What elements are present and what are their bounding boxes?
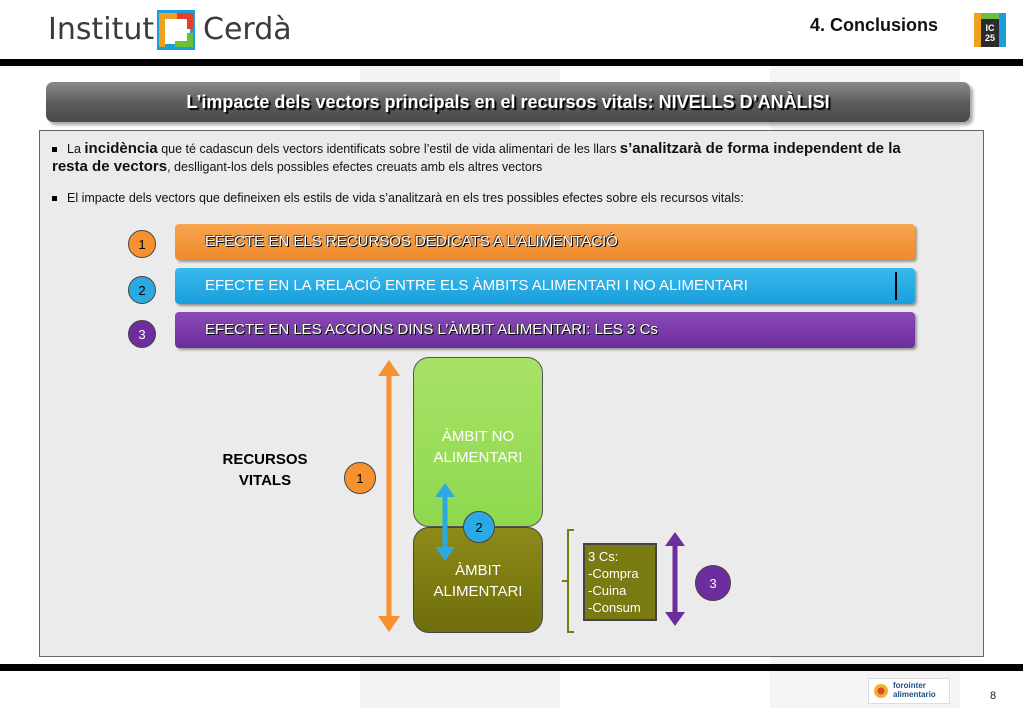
footer-divider [0, 664, 1023, 671]
effect-3-label: EFECTE EN LES ACCIONS DINS L’ÀMBIT ALIME… [205, 321, 658, 338]
bullet-2: El impacte dels vectors que defineixen e… [52, 189, 932, 207]
three-cs-box: 3 Cs: -Compra -Cuina -Consum [583, 543, 657, 621]
forointer-logo-icon [874, 684, 888, 698]
effect-1-bar: EFECTE EN ELS RECURSOS DEDICATS A L’ALIM… [175, 224, 915, 260]
marker-2: 2 [463, 511, 495, 543]
forointer-logo-text: forointer alimentario [893, 681, 936, 699]
bullet-1: La incidència que té cadascun dels vecto… [52, 140, 932, 176]
effect-2-number: 2 [128, 276, 156, 304]
bullet-1-prefix: La [67, 142, 85, 156]
header-divider [0, 59, 1023, 66]
logo-text-institut: Institut [48, 12, 155, 47]
ic25-badge: IC 25 [970, 10, 1010, 52]
ambit-no-line-1: ÀMBIT NO [441, 428, 515, 445]
logo-text-cerda: Cerdà [203, 12, 292, 47]
section-title: 4. Conclusions [810, 15, 939, 35]
effect-3-number: 3 [128, 320, 156, 348]
marker-3: 3 [695, 565, 731, 601]
bullet-1-strong-2: s’analitzarà de forma independent de la … [52, 140, 901, 175]
cs-item-cuina: -Cuina [588, 583, 627, 598]
ambit-alimentari-box: ÀMBIT ALIMENTARI [413, 527, 543, 633]
banner-title: L’impacte dels vectors principals en el … [186, 92, 830, 112]
svg-text:25: 25 [985, 33, 995, 43]
marker-1: 1 [344, 462, 376, 494]
recursos-line-2: VITALS [238, 472, 292, 489]
orange-double-arrow-icon [378, 360, 400, 632]
bullet-1-middle: que té cadascun dels vectors identificat… [157, 142, 620, 156]
bullet-2-text: El impacte dels vectors que defineixen e… [67, 191, 744, 205]
effect-2-label: EFECTE EN LA RELACIÓ ENTRE ELS ÀMBITS AL… [205, 277, 748, 294]
recursos-line-1: RECURSOS [222, 451, 308, 468]
bullet-1-suffix: , deslligant-los dels possibles efectes … [167, 160, 543, 174]
ambit-no-alimentari-box: ÀMBIT NO ALIMENTARI [413, 357, 543, 527]
effect-1-label: EFECTE EN ELS RECURSOS DEDICATS A L’ALIM… [205, 233, 618, 250]
recursos-vitals-label: RECURSOS VITALS [205, 449, 325, 491]
cs-item-compra: -Compra [588, 566, 639, 581]
effect-3-bar: EFECTE EN LES ACCIONS DINS L’ÀMBIT ALIME… [175, 312, 915, 348]
effect-2-bar: EFECTE EN LA RELACIÓ ENTRE ELS ÀMBITS AL… [175, 268, 915, 304]
forointer-line-1: forointer [893, 681, 926, 690]
forointer-line-2: alimentario [893, 690, 936, 699]
cs-item-consum: -Consum [588, 600, 641, 615]
cs-title: 3 Cs: [588, 549, 619, 564]
purple-double-arrow-icon [665, 532, 685, 626]
ic25-badge-icon: IC 25 [974, 13, 1006, 47]
left-bracket-icon [562, 529, 574, 633]
effect-2-divider [895, 272, 897, 300]
blue-double-arrow-icon [435, 483, 455, 561]
forointer-logo: forointer alimentario [868, 678, 950, 704]
ambit-line-1: ÀMBIT [455, 562, 501, 579]
institut-cerda-logo-icon [157, 10, 195, 50]
bullet-1-strong-1: incidència [84, 140, 158, 157]
ambit-line-2: ALIMENTARI [433, 583, 523, 600]
bullet-square-icon [52, 196, 57, 202]
effect-1-number: 1 [128, 230, 156, 258]
page-number: 8 [990, 690, 997, 702]
ambit-no-line-2: ALIMENTARI [433, 449, 523, 466]
bullet-square-icon [52, 147, 57, 153]
title-banner [46, 82, 970, 122]
svg-text:IC: IC [986, 23, 996, 33]
